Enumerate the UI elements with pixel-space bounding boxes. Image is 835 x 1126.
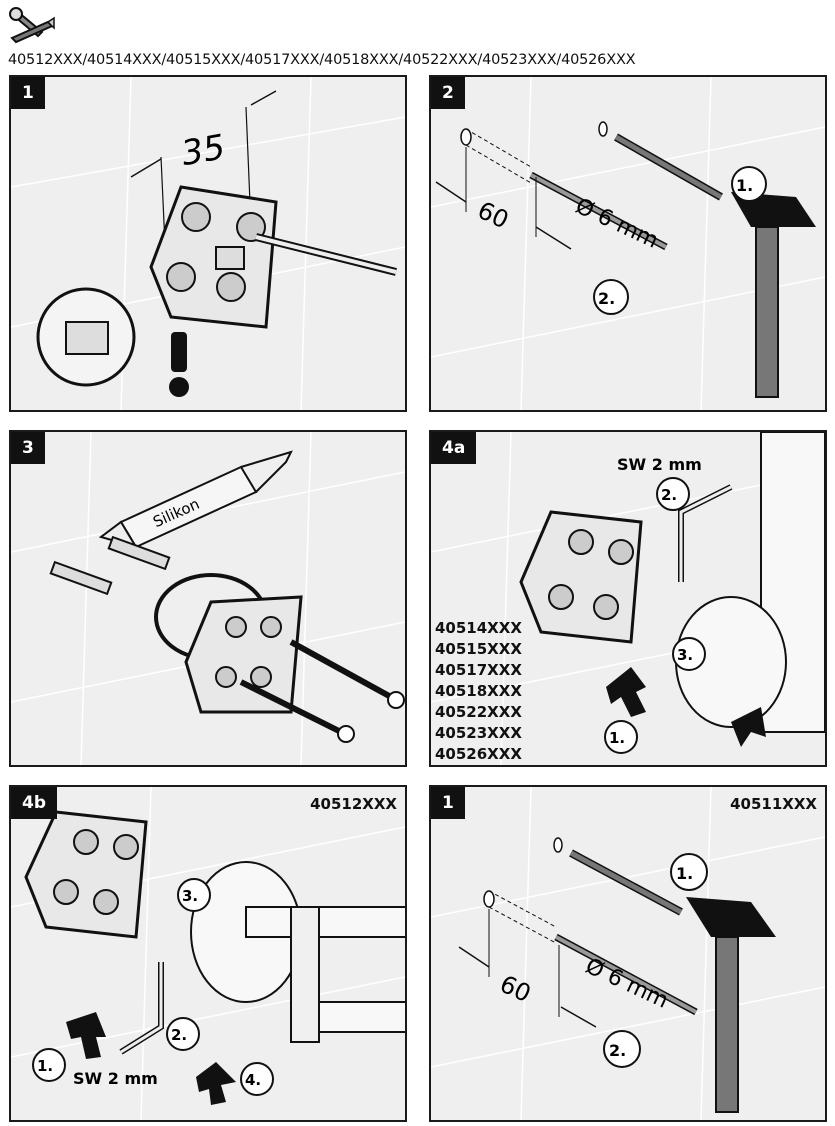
model-list-item: 40517XXX	[435, 661, 522, 679]
callout-3: 3.	[677, 646, 693, 664]
step-badge: 4b	[11, 787, 57, 819]
callout-3: 3.	[182, 887, 198, 905]
hex-key-size-label: SW 2 mm	[617, 455, 702, 474]
wrench-screwdriver-icon	[9, 7, 55, 44]
dimension-35-label: 35	[179, 127, 229, 174]
drill-diameter-label: Ø 6 mm	[581, 954, 671, 1014]
panel-step-4b-mount: 1. 2. 3. 4. SW 2 mm 4b 40512XXX	[9, 785, 407, 1122]
drill-depth-label: 60	[496, 970, 536, 1008]
model-list-item: 40514XXX	[435, 619, 522, 637]
callout-1: 1.	[609, 729, 625, 747]
hex-key-size-label: SW 2 mm	[73, 1069, 158, 1088]
callout-2: 2.	[661, 486, 677, 504]
step-badge: 1	[11, 77, 45, 109]
step-badge: 1	[431, 787, 465, 819]
model-tag: 40512XXX	[310, 795, 397, 813]
model-list-item: 40523XXX	[435, 724, 522, 742]
model-list-item: 40515XXX	[435, 640, 522, 658]
panel-step-4a-mount: 2. 3. 1. SW 2 mm 4a 40514XXX 40515XXX 40…	[429, 430, 827, 767]
model-number-line: 40512XXX/40514XXX/40515XXX/40517XXX/4051…	[8, 52, 636, 68]
model-list-item: 40526XXX	[435, 745, 522, 763]
panel-step-2-drill: 1. 2. 60 Ø 6 mm 2	[429, 75, 827, 412]
step-badge: 2	[431, 77, 465, 109]
callout-2: 2.	[609, 1041, 626, 1060]
callout-1: 1.	[676, 864, 693, 883]
model-tag: 40511XXX	[730, 795, 817, 813]
step-badge: 4a	[431, 432, 477, 464]
callout-4: 4.	[245, 1071, 261, 1089]
callout-2: 2.	[171, 1026, 187, 1044]
callout-1: 1.	[37, 1057, 53, 1075]
model-list: 40514XXX 40515XXX 40517XXX 40518XXX 4052…	[435, 618, 522, 765]
drill-depth-label: 60	[473, 196, 513, 234]
callout-1: 1.	[736, 176, 753, 195]
model-list-item: 40522XXX	[435, 703, 522, 721]
callout-2: 2.	[598, 289, 615, 308]
panel-step-3-seal: Silikon 3	[9, 430, 407, 767]
panel-step-1-measure: 35 1	[9, 75, 407, 412]
step-badge: 3	[11, 432, 45, 464]
model-list-item: 40518XXX	[435, 682, 522, 700]
panel-step-1-drill-40511: 1. 2. 60 Ø 6 mm 1 40511XXX	[429, 785, 827, 1122]
drill-diameter-label: Ø 6 mm	[571, 194, 661, 254]
